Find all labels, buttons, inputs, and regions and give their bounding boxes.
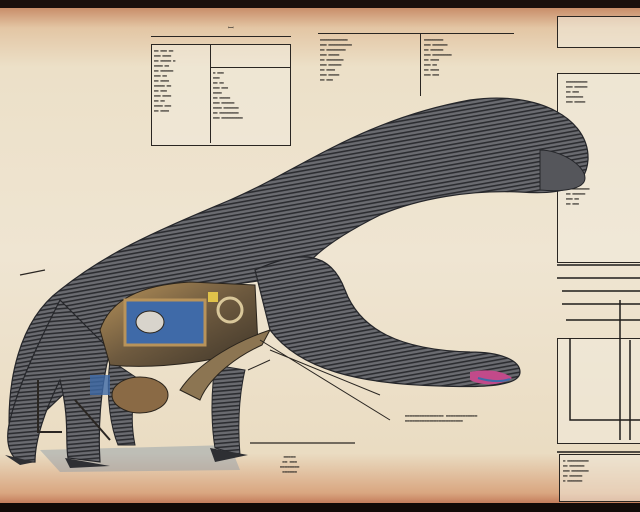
column-divider [420,34,421,96]
right-schematic-panel [557,338,640,444]
front-leg-right [211,364,246,456]
center-caption: ▬▬▬▬▬▬▬▬▬▬▬▬▬▬▬▬ ▬▬▬▬▬▬▬▬▬▬▬▬▬ ▬▬▬▬▬▬▬▬▬… [405,413,478,423]
spec-table-center: ▬▬▬▬▬▬▬▬▬▬▬▬▬ ▬▬▬ ▬▬▬▬▬▬▬▬▬▬▬ ▬▬ ▬▬▬▬▬▬▬… [318,33,514,98]
bottom-right-table: ▬ ▬▬▬▬▬▬▬▬▬▬ ▬▬ ▬▬▬▬▬▬▬ ▬▬▬ ▬▬▬▬▬▬▬▬ ▬▬ … [559,454,640,502]
parchment-background [0,8,640,503]
elevation-drawing-panel [557,16,640,48]
right-mid-notes-text: ▬▬▬▬▬▬▬▬▬▬▬ ▬▬ ▬▬▬▬▬▬ ▬▬▬ ▬▬ ▬▬ ▬▬▬ [566,186,590,206]
machinery-core [90,281,272,414]
spec-table-center-col2: ▬▬▬▬▬▬▬▬▬ ▬▬▬ ▬▬▬▬▬▬▬ ▬▬ ▬▬▬▬▬▬ ▬▬▬ ▬▬▬▬… [424,37,452,77]
hind-leg [7,298,111,463]
spec-table-left: ▬▬ ▬▬▬ ▬▬ ▬▬▬ ▬▬▬▬ ▬▬ ▬▬▬▬▬ ▬ ▬▬▬▬ ▬▬ ▬▬… [151,44,291,146]
spec-table-center-col1: ▬▬▬▬▬▬▬▬▬▬▬▬▬ ▬▬▬ ▬▬▬▬▬▬▬▬▬▬▬ ▬▬ ▬▬▬▬▬▬▬… [320,37,352,82]
bottom-caption: ▬▬▬▬▬ ▬▬ ▬▬▬ ▬▬▬▬▬▬▬▬ ▬▬▬▬▬▬ [280,454,300,474]
heading-rule [151,36,291,37]
column-divider [210,45,211,143]
row-divider [210,67,290,68]
spec-table-left-heading: ꟷ [228,24,234,32]
top-border [0,0,640,8]
bottom-border [0,503,640,512]
spec-table-left-col2: ▬ ▬▬▬ ▬▬▬ ▬▬ ▬▬ ▬▬▬ ▬▬▬ ▬▬▬▬ ▬▬ ▬▬▬▬▬ ▬▬… [213,70,243,120]
lower-jaw [254,256,521,388]
right-notes-text: ▬▬▬▬▬▬▬▬▬▬ ▬▬▬ ▬▬▬▬▬▬ ▬▬ ▬▬▬ ▬▬▬▬▬▬▬▬ ▬▬… [566,79,588,104]
schematic-lines [557,264,640,453]
spec-table-left-col1: ▬▬ ▬▬▬ ▬▬ ▬▬▬ ▬▬▬▬ ▬▬ ▬▬▬▬▬ ▬ ▬▬▬▬ ▬▬ ▬▬… [154,48,176,113]
bottom-right-table-text: ▬ ▬▬▬▬▬▬▬▬▬▬ ▬▬ ▬▬▬▬▬▬▬ ▬▬▬ ▬▬▬▬▬▬▬▬ ▬▬ … [563,458,589,483]
